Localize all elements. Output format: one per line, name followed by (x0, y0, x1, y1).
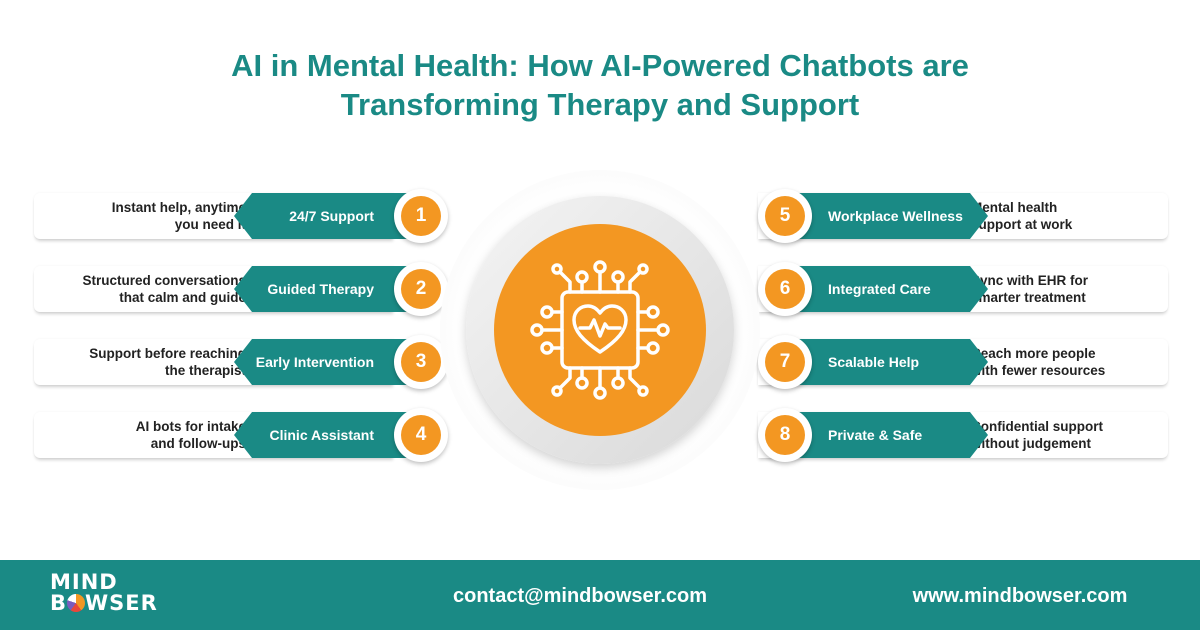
feature-number: 4 (401, 415, 441, 455)
description-line: with fewer resources (971, 363, 1106, 378)
feature-number: 3 (401, 342, 441, 382)
description-line: Sync with EHR for (971, 273, 1089, 288)
website-link[interactable]: www.mindbowser.com (912, 585, 1128, 607)
page-title: AI in Mental Health: How AI-Powered Chat… (0, 46, 1200, 124)
feature-number-badge: 7 (758, 335, 812, 389)
logo-line-1: MIND (50, 570, 118, 594)
feature-label: 24/7 Support (289, 208, 374, 224)
feature-label: Clinic Assistant (269, 427, 374, 443)
feature-label-pill: Early Intervention (234, 339, 424, 385)
feature-label-pill: Private & Safe (778, 412, 988, 458)
feature-item-5: Mental health support at work Workplace … (758, 189, 1168, 243)
center-disc (494, 224, 706, 436)
feature-item-2: Structured conversations that calm and g… (34, 262, 448, 316)
description-line: the therapist (164, 363, 246, 378)
feature-label-pill: Guided Therapy (234, 266, 424, 312)
description-line: you need it (174, 217, 246, 232)
feature-label: Early Intervention (255, 354, 374, 370)
description-line: Reach more people (971, 346, 1096, 361)
feature-item-7: Reach more people with fewer resources S… (758, 335, 1168, 389)
feature-number-badge: 8 (758, 408, 812, 462)
description-line: Support before reaching (89, 346, 246, 361)
feature-number-badge: 3 (394, 335, 448, 389)
description-line: Confidential support (971, 419, 1103, 434)
feature-number-badge: 6 (758, 262, 812, 316)
title-line-1: AI in Mental Health: How AI-Powered Chat… (231, 48, 969, 83)
description-line: AI bots for intake (135, 419, 246, 434)
title-line-2: Transforming Therapy and Support (340, 87, 860, 122)
logo-letter: B (50, 591, 68, 615)
feature-number: 5 (765, 196, 805, 236)
footer-bar (0, 560, 1200, 630)
feature-label: Guided Therapy (267, 281, 374, 297)
feature-number-badge: 5 (758, 189, 812, 243)
description-line: that calm and guide (119, 290, 246, 305)
description-line: Instant help, anytime (111, 200, 246, 215)
description-line: Mental health (971, 200, 1058, 215)
logo-letters: WSER (85, 591, 158, 615)
feature-label: Private & Safe (828, 427, 923, 443)
feature-number-badge: 1 (394, 189, 448, 243)
feature-number: 7 (765, 342, 805, 382)
feature-number-badge: 2 (394, 262, 448, 316)
feature-number: 1 (401, 196, 441, 236)
feature-item-6: Sync with EHR for smarter treatment Inte… (758, 262, 1168, 316)
description-line: Structured conversations (82, 273, 246, 288)
feature-item-4: AI bots for intake and follow-ups Clinic… (34, 408, 448, 462)
feature-label: Integrated Care (828, 281, 931, 297)
description-line: smarter treatment (971, 290, 1086, 305)
feature-label-pill: Scalable Help (778, 339, 988, 385)
feature-label: Scalable Help (828, 354, 920, 370)
feature-label-pill: 24/7 Support (234, 193, 424, 239)
feature-number-badge: 4 (394, 408, 448, 462)
feature-item-8: Confidential support without judgement P… (758, 408, 1168, 462)
feature-number: 6 (765, 269, 805, 309)
feature-item-1: Instant help, anytime you need it 24/7 S… (34, 189, 448, 243)
feature-label-pill: Workplace Wellness (778, 193, 988, 239)
feature-label: Workplace Wellness (828, 208, 963, 224)
description-line: support at work (971, 217, 1073, 232)
description-line: and follow-ups (150, 436, 246, 451)
feature-label-pill: Clinic Assistant (234, 412, 424, 458)
heart-chip-icon (530, 260, 670, 400)
feature-number: 2 (401, 269, 441, 309)
description-line: without judgement (971, 436, 1091, 451)
brand-logo[interactable]: MIND B WSER (50, 572, 158, 614)
logo-o-icon (67, 594, 86, 612)
logo-line-2: B WSER (50, 593, 158, 614)
contact-email-link[interactable]: contact@mindbowser.com (453, 585, 707, 607)
feature-label-pill: Integrated Care (778, 266, 988, 312)
feature-item-3: Support before reaching the therapist Ea… (34, 335, 448, 389)
feature-number: 8 (765, 415, 805, 455)
